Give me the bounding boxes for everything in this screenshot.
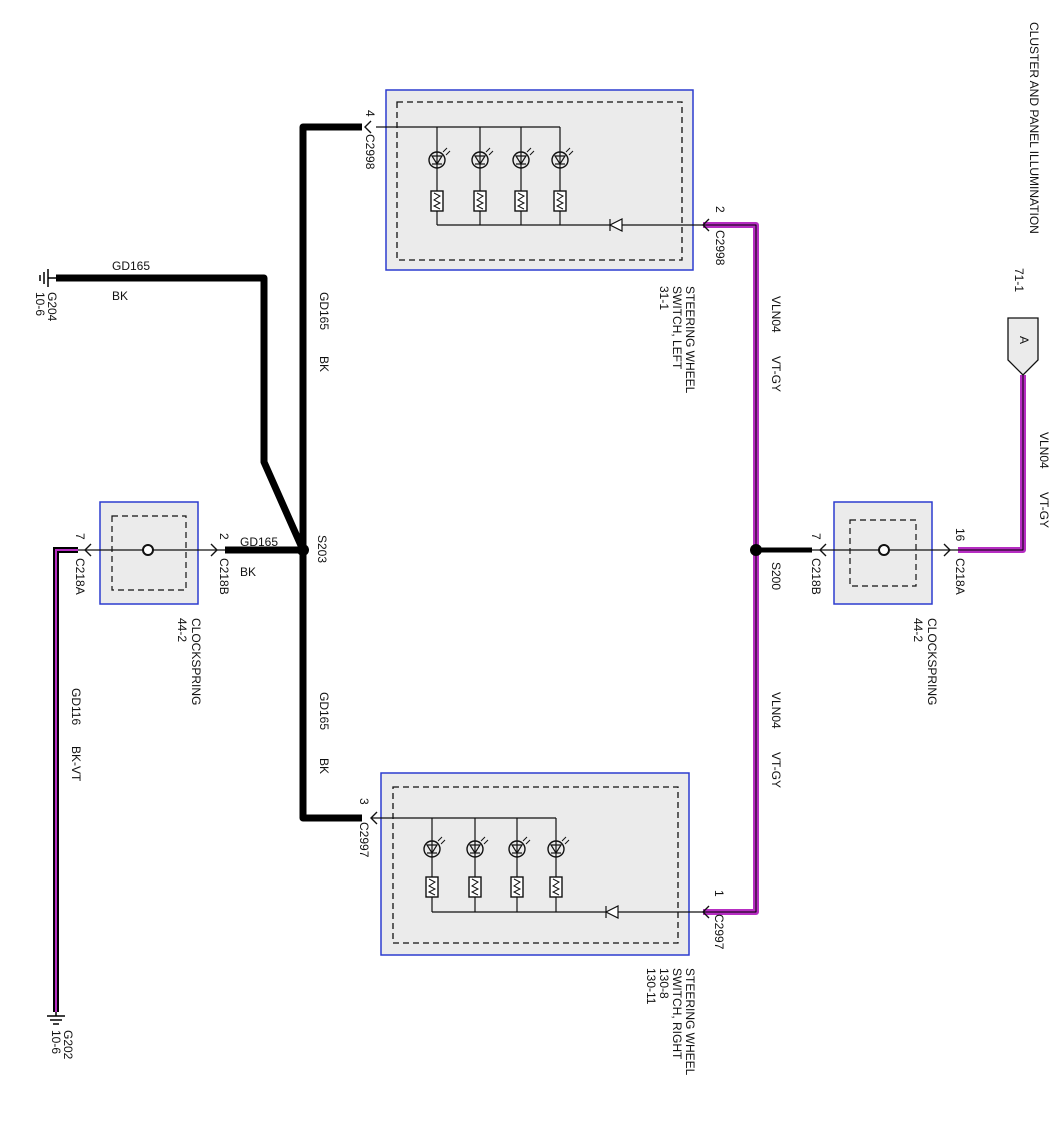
right-switch-conn-sig: C2997 <box>712 914 726 950</box>
clockspring-right-conn-a: C218A <box>953 558 967 595</box>
diode-icon <box>608 218 623 232</box>
right-switch-conn-gnd: C2997 <box>357 822 371 858</box>
right-switch-name-1: STEERING WHEEL <box>683 968 697 1076</box>
resistor-icon <box>430 190 444 212</box>
page-ref: 71-1 <box>1012 268 1026 292</box>
resistor-icon <box>510 876 524 898</box>
connector-a-label: A <box>1017 336 1031 344</box>
clockspring-right-ref: 44-2 <box>911 618 925 642</box>
left-switch-name-2: SWITCH, LEFT <box>670 286 684 370</box>
right-switch-pin-sig: 1 <box>712 890 726 897</box>
connector-a-flag[interactable]: A <box>1007 317 1039 376</box>
splice-s203-label: S203 <box>315 535 329 563</box>
wire-gd165-lower-color: BK <box>317 758 331 774</box>
clockspring-right-pin-b: 7 <box>809 533 823 540</box>
left-switch-name-3: 31-1 <box>657 286 671 310</box>
wire-gd165-top-color: BK <box>112 289 128 303</box>
resistor-icon <box>473 190 487 212</box>
clockspring-contact-icon <box>142 544 154 556</box>
wire-gd165-top <box>56 274 307 552</box>
left-switch-module <box>364 89 710 271</box>
ground-g202-icon <box>47 1012 65 1025</box>
wire-gd165-mid-color: BK <box>240 565 256 579</box>
wire-gd165-mid-circuit: GD165 <box>240 535 278 549</box>
splice-s203 <box>297 544 309 556</box>
resistor-icon <box>425 876 439 898</box>
clockspring-right-name: CLOCKSPRING <box>925 618 939 705</box>
ground-g204-ref: 10-6 <box>33 292 47 316</box>
wire-vln04-top <box>958 375 1026 553</box>
wire-gd116-color: BK-VT <box>69 746 83 782</box>
left-switch-conn-sig: C2998 <box>713 230 727 266</box>
wire-vln04-upper-color: VT-GY <box>769 356 783 392</box>
clockspring-left-name: CLOCKSPRING <box>189 618 203 705</box>
left-switch-name-1: STEERING WHEEL <box>683 286 697 394</box>
clockspring-right-module <box>812 501 958 605</box>
right-switch-name-2: SWITCH, RIGHT <box>670 968 684 1060</box>
resistor-icon <box>468 876 482 898</box>
ground-g204-name: G204 <box>45 292 59 322</box>
right-switch-module <box>370 772 710 956</box>
resistor-icon <box>553 190 567 212</box>
clockspring-left-conn-a: C218A <box>73 558 87 595</box>
wire-vln04-lower-circuit: VLN04 <box>769 692 783 729</box>
wire-gd165-top-circuit: GD165 <box>112 259 150 273</box>
right-switch-name-4: 130-11 <box>644 968 658 1005</box>
right-switch-pin-gnd: 3 <box>357 798 371 805</box>
clockspring-contact-icon <box>878 544 890 556</box>
left-switch-pin-gnd: 4 <box>363 110 377 117</box>
wire-vln04-top-color: VT-GY <box>1037 492 1051 528</box>
clockspring-left-pin-a: 7 <box>73 533 87 540</box>
ground-g202-ref: 10-6 <box>49 1030 63 1054</box>
wire-gd165-upper-circuit: GD165 <box>317 292 331 330</box>
left-switch-conn-gnd: C2998 <box>363 134 377 170</box>
wire-vln04-upper-circuit: VLN04 <box>769 296 783 333</box>
wire-gd165-trunk <box>299 123 362 822</box>
ground-g204-icon <box>39 269 56 287</box>
clockspring-left-ref: 44-2 <box>175 618 189 642</box>
wire-vln04-top-circuit: VLN04 <box>1037 432 1051 469</box>
wire-gd165-upper-color: BK <box>317 356 331 372</box>
diode-icon <box>604 905 619 919</box>
ground-g202-name: G202 <box>61 1030 75 1060</box>
wire-gd116-circuit: GD116 <box>69 688 83 725</box>
wire-vln04-lower-color: VT-GY <box>769 752 783 788</box>
clockspring-left-pin-b: 2 <box>217 533 231 540</box>
resistor-icon <box>514 190 528 212</box>
left-switch-pin-sig: 2 <box>713 206 727 213</box>
right-switch-name-3: 130-8 <box>657 968 671 999</box>
splice-s200-label: S200 <box>769 562 783 590</box>
clockspring-left-module <box>78 501 225 605</box>
wire-gd165-lower-circuit: GD165 <box>317 692 331 730</box>
resistor-icon <box>549 876 563 898</box>
splice-s200 <box>750 544 762 556</box>
clockspring-right-conn-b: C218B <box>809 558 823 595</box>
clockspring-left-conn-b: C218B <box>217 558 231 595</box>
clockspring-right-pin-a: 16 <box>953 528 967 542</box>
diagram-title: CLUSTER AND PANEL ILLUMINATION <box>1027 22 1041 234</box>
wire-gd116 <box>53 547 78 1012</box>
wire-vln04-main <box>703 222 759 915</box>
